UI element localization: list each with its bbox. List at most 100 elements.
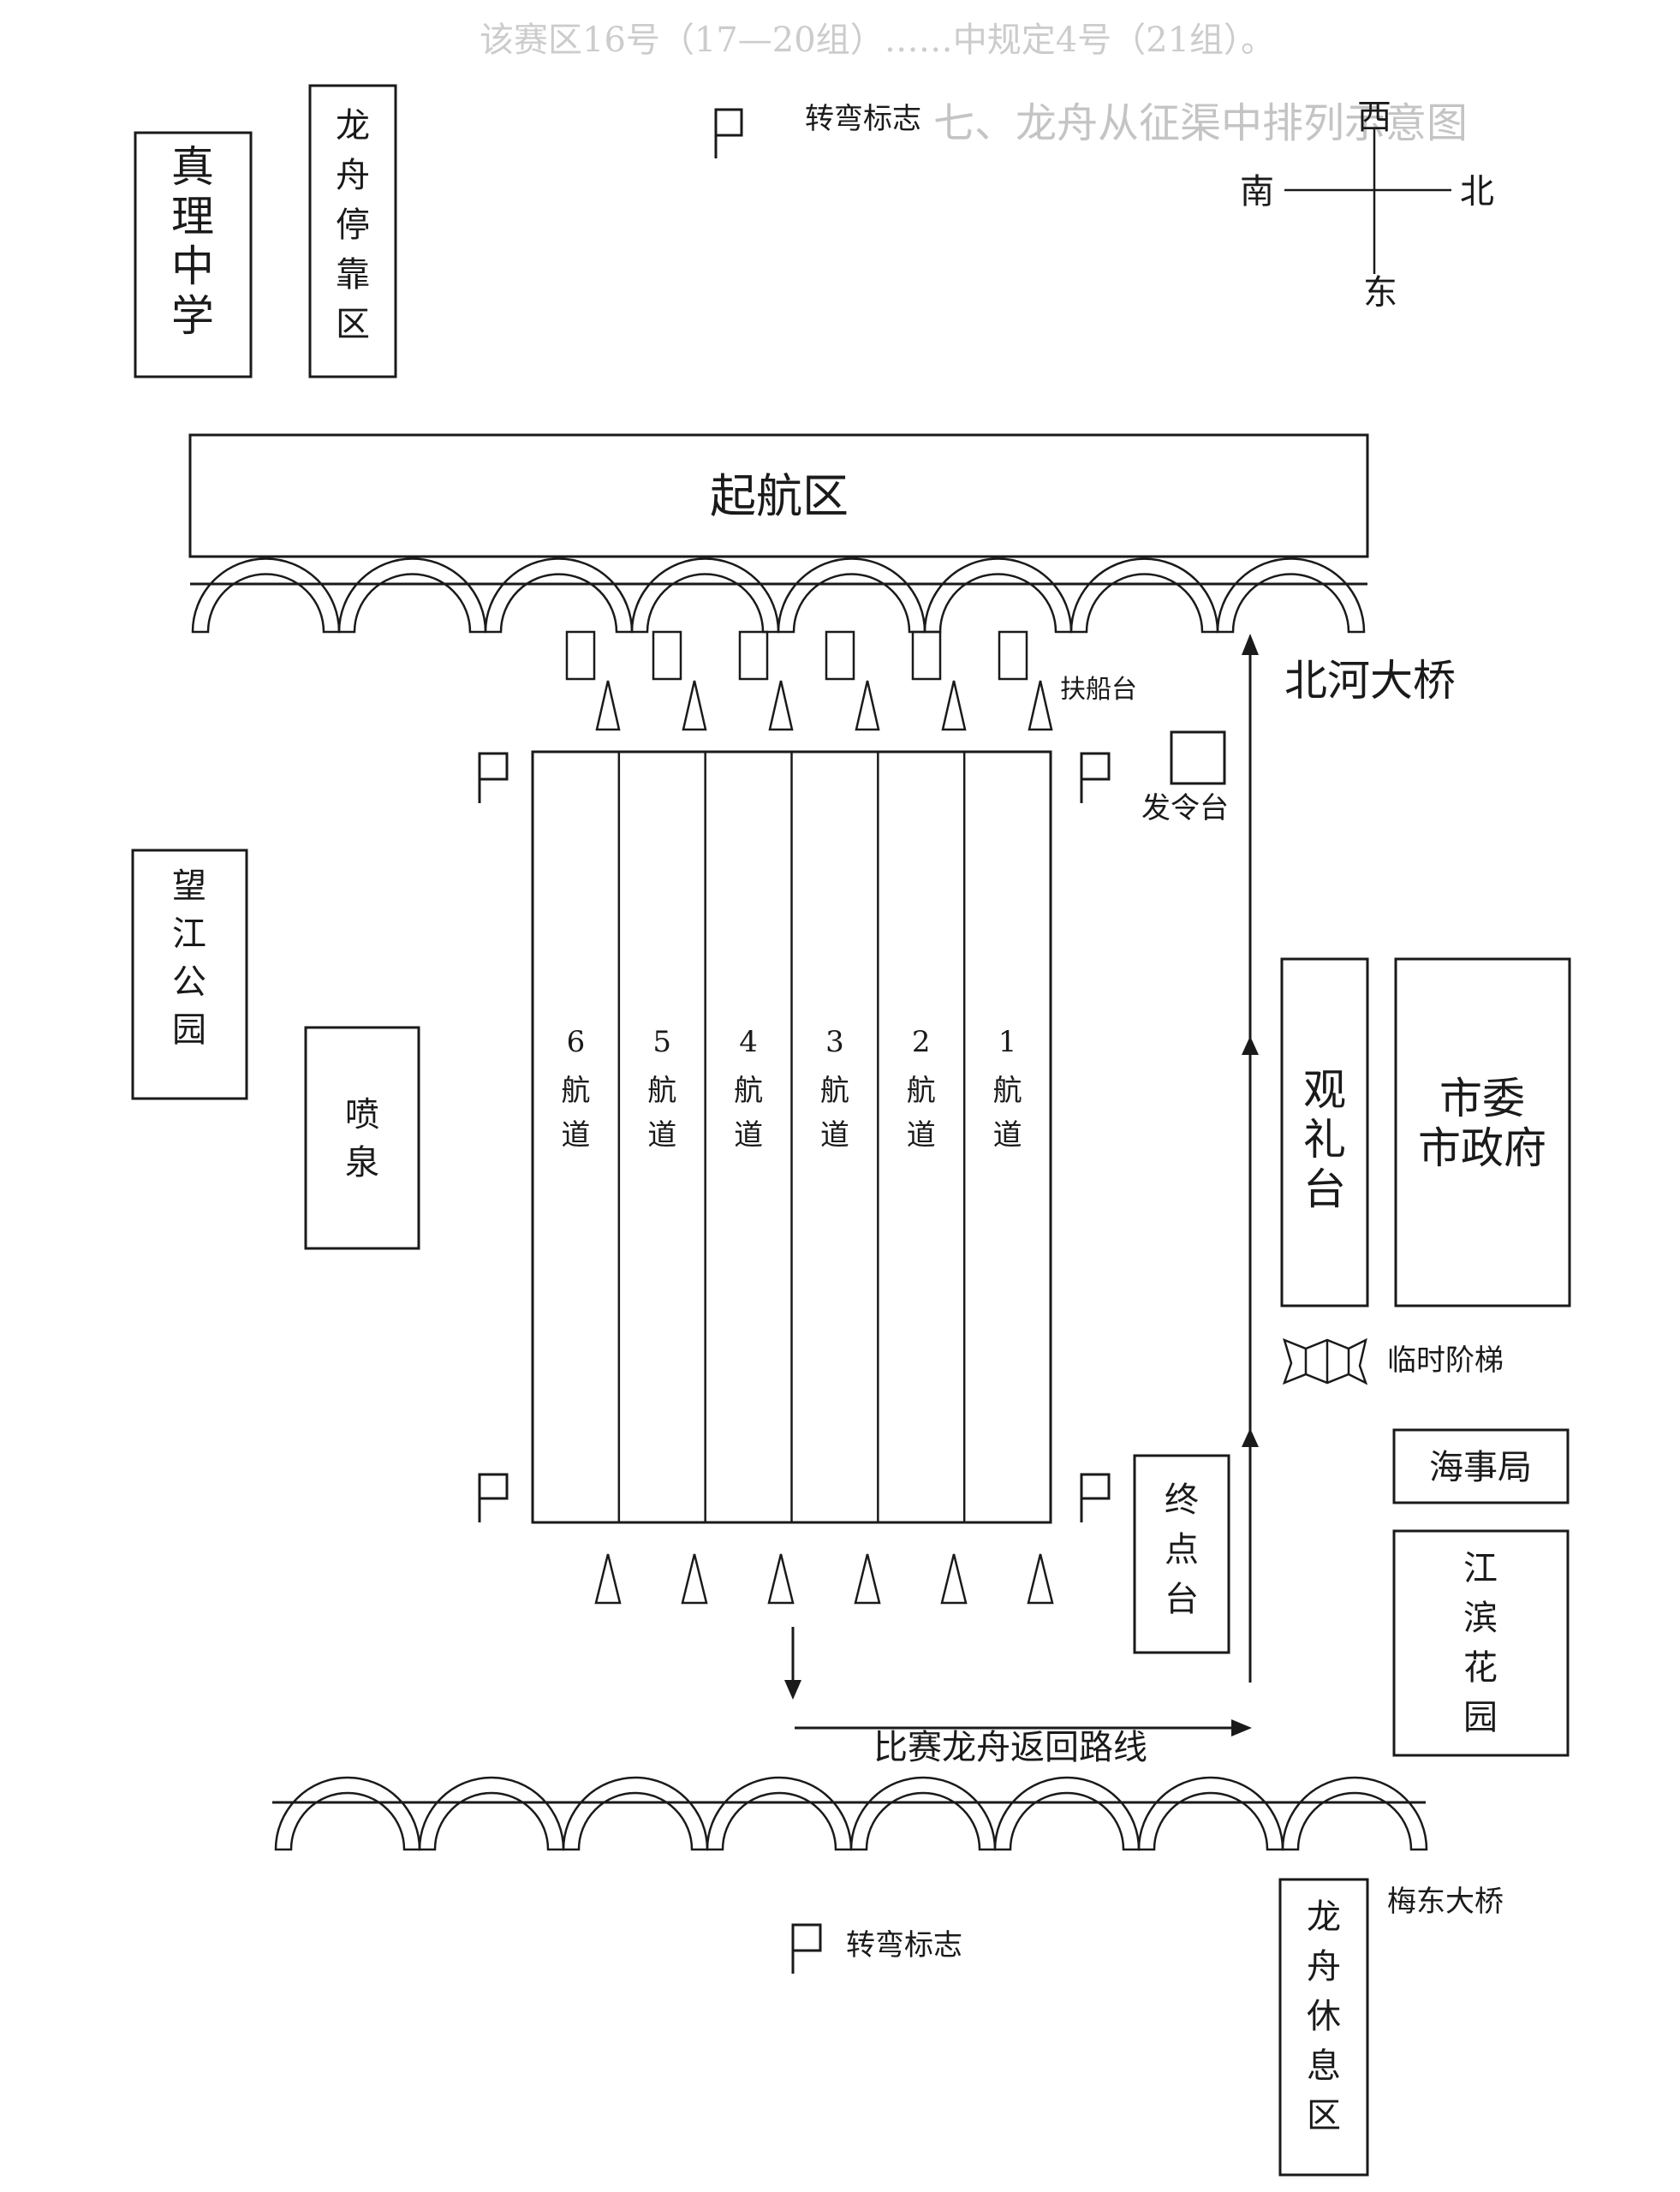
boat-holder: [652, 630, 682, 681]
arrow-up-icon: [1242, 1428, 1259, 1447]
finish-triangle-icon: [854, 1553, 881, 1605]
bridge-arch: [337, 557, 487, 634]
compass: [1284, 128, 1451, 274]
maritime-bureau-box: [1392, 1428, 1570, 1504]
lane-name-char: 道: [820, 1118, 849, 1153]
reviewing-stand-box: [1280, 957, 1369, 1307]
turn-flag-icon: [1080, 752, 1111, 803]
lane-start-markers: [595, 680, 1053, 731]
arrow-down-icon: [784, 1680, 801, 1700]
lane-name-char: 道: [647, 1118, 676, 1153]
start-triangle-icon: [595, 680, 621, 731]
city-government-box: [1394, 957, 1571, 1307]
page-heading: 七、龙舟从征渠中排列示意图: [933, 99, 1468, 147]
maritime-bureau-label: 海事局: [1429, 1448, 1532, 1487]
lane-number: 1: [998, 1025, 1017, 1059]
compass-north: 北: [1460, 172, 1494, 211]
return-route-label: 比赛龙舟返回路线: [873, 1728, 1147, 1767]
start-triangle-icon: [682, 680, 707, 731]
finish-platform-label: 终点台: [1165, 1480, 1199, 1619]
turn-flag-icon: [478, 1473, 509, 1522]
lane-name-char: 道: [734, 1118, 763, 1153]
zhenli-school-box: [134, 131, 253, 378]
bridge-arch: [191, 557, 341, 634]
signal-platform-box: [1170, 730, 1226, 785]
zhenli-school-label: 真理中学: [171, 142, 214, 341]
finish-triangle-icon: [1027, 1553, 1054, 1605]
start-zone-box: [188, 433, 1369, 558]
bridge-arch: [630, 557, 780, 634]
lane-name-char: 道: [907, 1118, 936, 1153]
start-triangle-icon: [941, 680, 967, 731]
bridge-arch: [706, 1776, 853, 1851]
bridge-arch: [849, 1776, 997, 1851]
wangjiang-park-label: 望江公园: [172, 867, 206, 1050]
dragon-boat-rest-area-box: [1278, 1878, 1369, 2177]
start-triangle-icon: [855, 680, 880, 731]
lane-name-char: 航: [907, 1074, 936, 1108]
boat-holder: [565, 630, 596, 681]
turn-flag-icon: [714, 108, 743, 158]
boat-holding-platforms: [565, 630, 1028, 681]
lane-name-char: 航: [647, 1074, 676, 1108]
dragon-boat-rest-area-label: 龙舟休息区: [1307, 1897, 1341, 2135]
bridge-arch: [1281, 1776, 1428, 1851]
bridge-arch: [993, 1776, 1141, 1851]
finish-triangle-icon: [767, 1553, 795, 1605]
lane-name-char: 航: [561, 1074, 590, 1108]
scan-header-text: 该赛区16号（17—20组）……中规定4号（21组）。: [480, 21, 1275, 60]
start-triangle-icon: [1028, 680, 1053, 731]
bridge-arch: [562, 1776, 709, 1851]
temporary-stairs-icon: [1282, 1337, 1368, 1385]
north-river-bridge: [190, 557, 1367, 634]
arrow-up-icon: [1242, 634, 1259, 655]
finish-platform-box: [1133, 1454, 1230, 1654]
city-government-label: 市委市政府: [1418, 1074, 1546, 1173]
bridge-arch: [274, 1776, 421, 1851]
compass-east: 东: [1363, 273, 1397, 313]
turn-marker-bottom-label: 转弯标志: [846, 1928, 962, 1963]
temporary-stairs-label: 临时阶梯: [1387, 1343, 1504, 1378]
boat-holder: [825, 630, 855, 681]
finish-triangle-icon: [940, 1553, 968, 1605]
lane-name-char: 航: [820, 1074, 849, 1108]
finish-triangle-icon: [681, 1553, 708, 1605]
bridge-arch: [1216, 557, 1366, 634]
return-route: [784, 1627, 1252, 1736]
turn-flag-icon: [1080, 1473, 1111, 1522]
finish-triangle-icon: [594, 1553, 622, 1605]
bridge-arch: [923, 557, 1073, 634]
lane-name-char: 航: [993, 1074, 1022, 1108]
dragon-boat-parking-box: [308, 84, 397, 378]
bridge-arch: [1069, 557, 1219, 634]
lane-number: 5: [652, 1025, 671, 1059]
compass-south: 南: [1240, 172, 1274, 211]
boat-holding-platform-label: 扶船台: [1060, 675, 1137, 705]
turn-marker-top: [714, 108, 743, 158]
lane-name-char: 道: [561, 1118, 590, 1153]
lane-number: 4: [739, 1025, 758, 1059]
signal-platform-label: 发令台: [1141, 791, 1229, 825]
bridge-arch: [777, 557, 926, 634]
compass-west: 西: [1357, 98, 1391, 137]
bridge-arch: [418, 1776, 565, 1851]
lane-name-char: 航: [734, 1074, 763, 1108]
lane-number: 3: [825, 1025, 844, 1059]
lane-name-char: 道: [993, 1118, 1022, 1153]
start-zone-label: 起航区: [710, 469, 849, 523]
lane-number: 6: [567, 1025, 586, 1059]
dragon-boat-parking-label: 龙舟停靠区: [336, 106, 370, 344]
bridge-arch: [484, 557, 634, 634]
arrow-up-icon: [1242, 1036, 1259, 1055]
wangjiang-park-box: [131, 849, 248, 1100]
reviewing-stand-label: 观礼台: [1303, 1065, 1346, 1214]
lane-finish-markers: [594, 1553, 1054, 1605]
turn-flag-icon: [791, 1923, 822, 1974]
fountain-box: [304, 1026, 420, 1250]
turn-flag-icon: [478, 752, 509, 803]
arrow-right-icon: [1231, 1719, 1252, 1736]
boat-holder: [738, 630, 769, 681]
fountain-label: 喷泉: [345, 1095, 379, 1182]
